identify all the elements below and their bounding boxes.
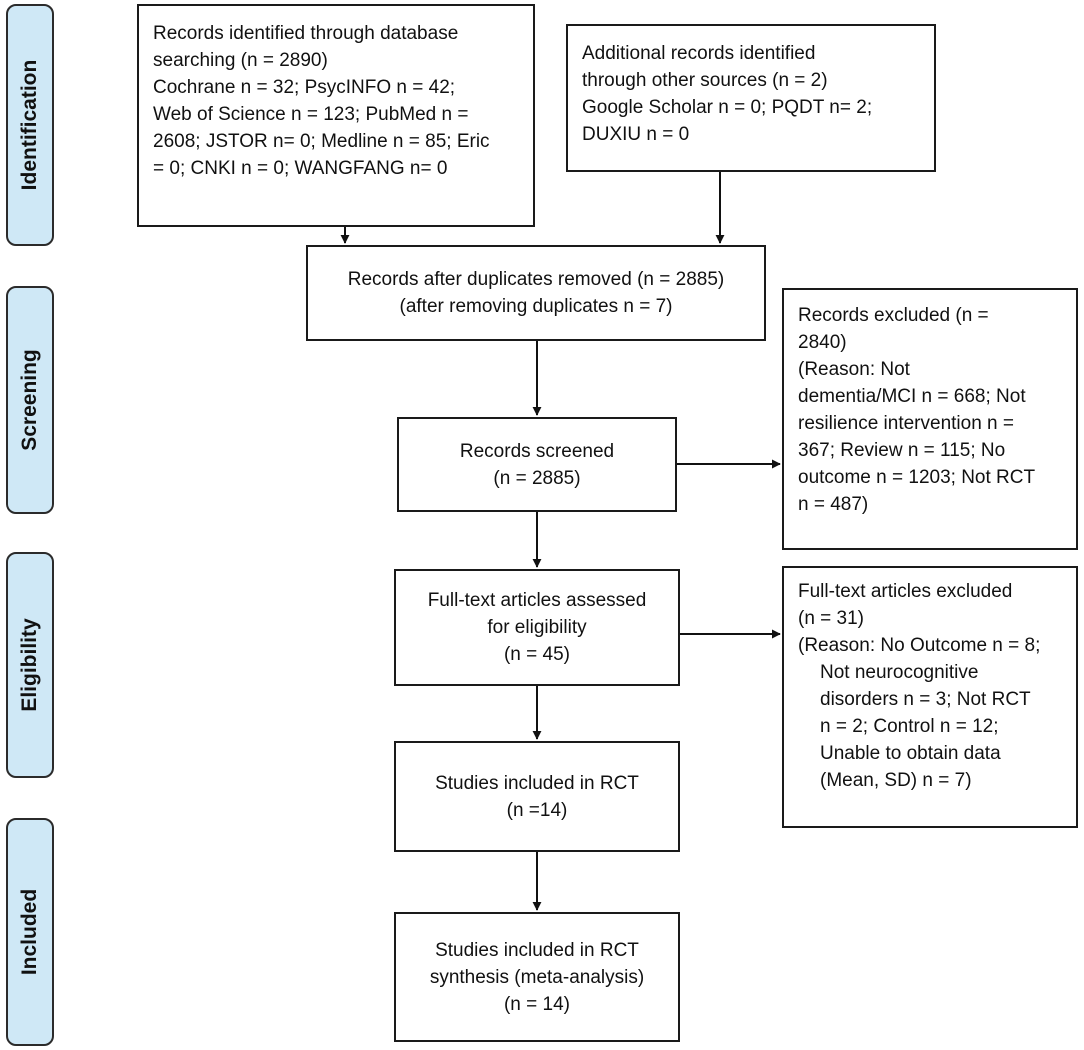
studies-rct-line: (n =14) <box>506 799 568 821</box>
box-other-sources: Additional records identified through ot… <box>566 24 936 172</box>
stage-included: Included <box>6 818 54 1046</box>
studies-rct-line: Studies included in RCT <box>435 772 639 794</box>
fulltext-excluded-line: (n = 31) <box>798 608 865 629</box>
box-studies-rct: Studies included in RCT (n =14) <box>394 741 680 852</box>
database-search-line: Cochrane n = 32; PsycINFO n = 42; <box>153 77 456 98</box>
fulltext-excluded-line: Not neurocognitive <box>820 662 979 683</box>
duplicates-removed-line: Records after duplicates removed (n = 28… <box>347 269 725 290</box>
box-records-screened: Records screened (n = 2885) <box>397 417 677 512</box>
stage-screening: Screening <box>6 286 54 514</box>
database-search-line: Records identified through database <box>153 23 459 44</box>
stage-included-label: Included <box>18 888 41 976</box>
stage-screening-label: Screening <box>18 349 41 451</box>
records-excluded-line: (Reason: Not <box>798 359 910 380</box>
fulltext-excluded-line: n = 2; Control n = 12; <box>820 716 999 737</box>
box-fulltext-assessed: Full-text articles assessed for eligibil… <box>394 569 680 686</box>
box-studies-synthesis: Studies included in RCT synthesis (meta-… <box>394 912 680 1042</box>
records-excluded-line: Records excluded (n = <box>798 305 989 326</box>
database-search-line: searching (n = 2890) <box>153 50 328 71</box>
stage-eligibility-label: Eligibility <box>18 618 41 712</box>
fulltext-excluded-line: Full-text articles excluded <box>798 581 1013 602</box>
studies-synthesis-line: Studies included in RCT <box>435 939 639 961</box>
other-sources-line: Google Scholar n = 0; PQDT n= 2; <box>582 97 873 118</box>
records-excluded-line: 2840) <box>798 332 847 353</box>
stage-identification-label: Identification <box>18 59 41 191</box>
fulltext-assessed-line: for eligibility <box>487 617 587 638</box>
other-sources-line: DUXIU n = 0 <box>582 124 690 145</box>
fulltext-excluded-line: disorders n = 3; Not RCT <box>820 689 1031 710</box>
studies-synthesis-line: (n = 14) <box>503 993 570 1015</box>
database-search-line: 2608; JSTOR n= 0; Medline n = 85; Eric <box>153 131 490 152</box>
fulltext-excluded-line: (Reason: No Outcome n = 8; <box>798 635 1041 656</box>
records-screened-line: (n = 2885) <box>493 467 581 489</box>
fulltext-excluded-line: (Mean, SD) n = 7) <box>820 770 972 791</box>
stage-identification: Identification <box>6 4 54 246</box>
box-records-excluded: Records excluded (n = 2840) (Reason: Not… <box>782 288 1078 550</box>
fulltext-excluded-line: Unable to obtain data <box>820 743 1001 764</box>
records-excluded-line: n = 487) <box>798 494 869 515</box>
duplicates-removed-line: (after removing duplicates n = 7) <box>399 296 673 317</box>
box-fulltext-excluded: Full-text articles excluded (n = 31) (Re… <box>782 566 1078 828</box>
studies-synthesis-line: synthesis (meta-analysis) <box>429 966 645 988</box>
database-search-line: Web of Science n = 123; PubMed n = <box>153 104 469 125</box>
other-sources-line: through other sources (n = 2) <box>582 70 828 91</box>
other-sources-line: Additional records identified <box>582 43 816 64</box>
records-screened-line: Records screened <box>459 440 615 462</box>
records-excluded-line: dementia/MCI n = 668; Not <box>798 386 1026 407</box>
box-duplicates-removed: Records after duplicates removed (n = 28… <box>306 245 766 341</box>
records-excluded-line: 367; Review n = 115; No <box>798 440 1006 461</box>
database-search-line: = 0; CNKI n = 0; WANGFANG n= 0 <box>153 158 448 179</box>
fulltext-assessed-line: (n = 45) <box>503 644 570 665</box>
records-excluded-line: resilience intervention n = <box>798 413 1014 434</box>
box-database-search: Records identified through database sear… <box>137 4 535 227</box>
fulltext-assessed-line: Full-text articles assessed <box>427 590 647 611</box>
stage-eligibility: Eligibility <box>6 552 54 778</box>
records-excluded-line: outcome n = 1203; Not RCT <box>798 467 1036 488</box>
